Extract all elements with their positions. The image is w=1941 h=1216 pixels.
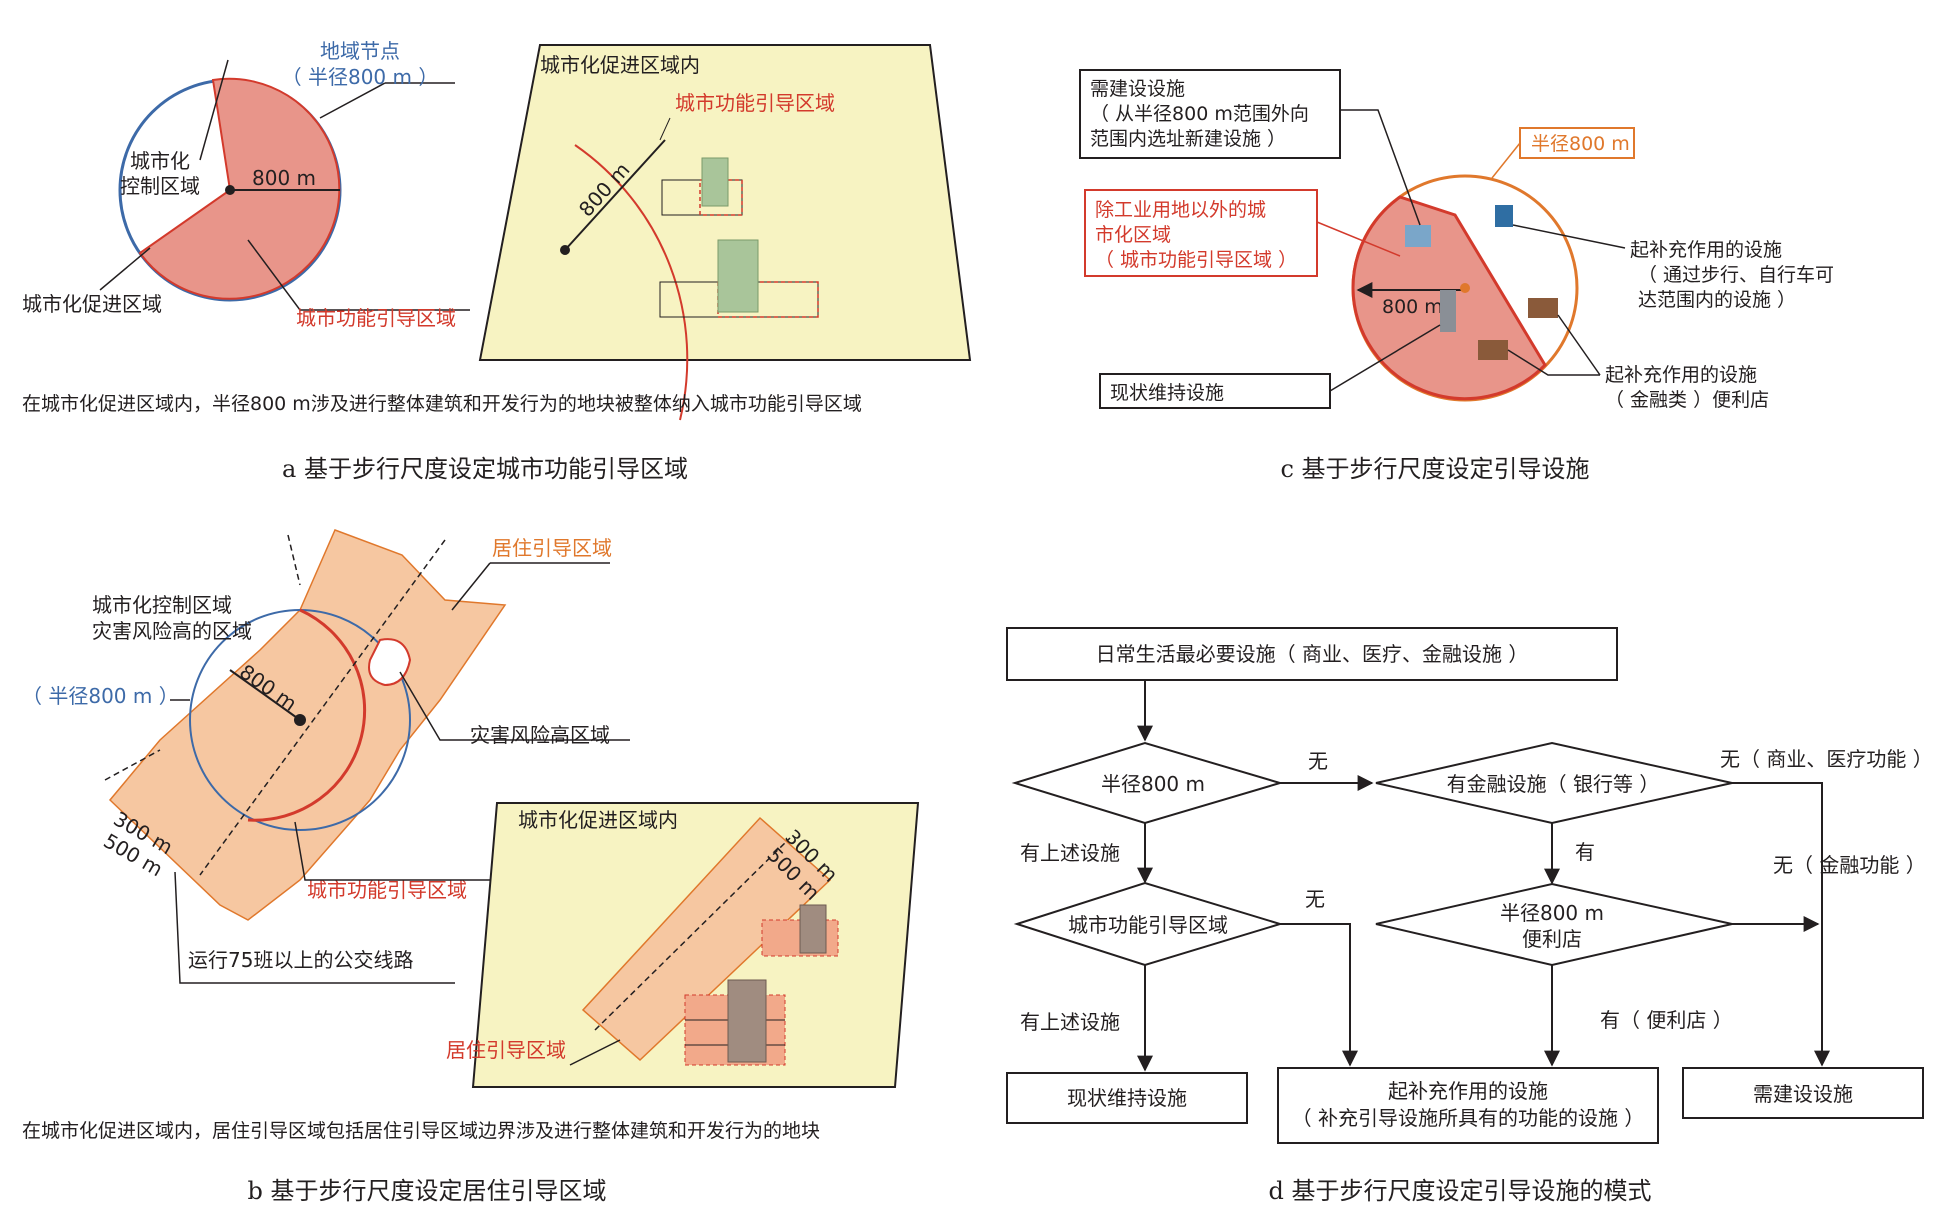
promotion-area-label: 城市化促进区域 — [22, 292, 162, 316]
non-industrial-3: （ 城市功能引导区域 ） — [1095, 249, 1297, 271]
guide-area-label: 城市功能引导区域 — [296, 306, 456, 330]
control-area-label-2: 控制区域 — [120, 174, 200, 198]
caption-b: b 基于步行尺度设定居住引导区域 — [248, 1177, 607, 1205]
flow-out1-box — [1006, 1072, 1248, 1124]
box-a-arc — [574, 144, 689, 421]
residential-band — [108, 529, 507, 921]
non-industrial-2: 市化区域 — [1095, 224, 1171, 246]
flow-out2-box — [1277, 1067, 1659, 1144]
flow-out2-2: （ 补充引导设施所具有的功能的设施 ） — [1292, 1106, 1645, 1130]
supplement-finance-1: 起补充作用的设施 — [1605, 364, 1757, 386]
node-radius-label: （ 半径800 m ） — [282, 65, 439, 89]
building-icon — [799, 904, 827, 954]
box-a-guide-label: 城市功能引导区域 — [675, 91, 835, 115]
caption-c: c 基于步行尺度设定引导设施 — [1280, 455, 1589, 483]
flow-d4-label-1: 半径800 m — [1500, 901, 1604, 925]
control-area-label-1: 城市化 — [130, 149, 190, 173]
existing-label: 现状维持设施 — [1110, 382, 1224, 404]
flow-out3-box — [1682, 1067, 1924, 1119]
flow-no2: 无 — [1305, 887, 1325, 911]
flow-yes1: 有上述设施 — [1020, 841, 1120, 865]
bus-line — [199, 539, 446, 876]
bus-line-label: 运行75班以上的公交线路 — [188, 948, 413, 972]
flow-no-commerce: 无（ 商业、医疗功能 ） — [1720, 747, 1933, 771]
c-radius-label: 半径800 m — [1531, 133, 1630, 155]
flow-out2-1: 起补充作用的设施 — [1388, 1079, 1548, 1103]
box-b-title: 城市化促进区域内 — [518, 808, 678, 832]
flow-no-finance: 无（ 金融功能 ） — [1773, 853, 1926, 877]
building-icon — [717, 239, 759, 313]
flow-top: 日常生活最必要设施（ 商业、医疗、金融设施 ） — [1096, 642, 1529, 666]
panel-c: 800 m 需建设设施 （ 从半径800 m范围外向 范围内选址新建设施 ） 半… — [1079, 69, 1834, 483]
note-a: 在城市化促进区域内，半径800 m涉及进行整体建筑和开发行为的地块被整体纳入城市… — [22, 393, 862, 415]
panel-a: 地域节点 （ 半径800 m ） 城市化 控制区域 800 m 城市化促进区域 … — [22, 39, 972, 483]
box-b-band — [581, 816, 832, 1062]
need-build-box — [1079, 69, 1341, 159]
flow-d4-label-2: 便利店 — [1522, 927, 1582, 951]
need-build-1: 需建设设施 — [1090, 78, 1185, 100]
note-b: 在城市化促进区域内，居住引导区域包括居住引导区域边界涉及进行整体建筑和开发行为的… — [22, 1120, 820, 1142]
hazard-area-long: 灾害风险高的区域 — [92, 619, 252, 643]
caption-a: a 基于步行尺度设定城市功能引导区域 — [282, 455, 688, 483]
flow-no1: 无 — [1308, 749, 1328, 773]
flow-out3: 需建设设施 — [1753, 1082, 1853, 1106]
flow-top-box — [1006, 627, 1618, 681]
non-industrial-1: 除工业用地以外的城 — [1095, 199, 1266, 221]
supplement-2: （ 通过步行、自行车可 — [1638, 264, 1834, 286]
flow-d1-label: 半径800 m — [1101, 772, 1205, 796]
panel-b: 居住引导区域 城市化控制区域 灾害风险高的区域 （ 半径800 m ） 800 … — [22, 529, 920, 1205]
box-a-title: 城市化促进区域内 — [540, 53, 700, 77]
supplement-1: 起补充作用的设施 — [1630, 239, 1782, 261]
flow-d2-label: 有金融设施（ 银行等 ） — [1447, 772, 1660, 796]
supplement-3: 达范围内的设施 ） — [1638, 289, 1796, 311]
hazard-area-label: 灾害风险高区域 — [470, 723, 610, 747]
flow-out1: 现状维持设施 — [1067, 1086, 1187, 1110]
building-icon — [701, 157, 729, 207]
box-b-residential: 居住引导区域 — [446, 1038, 566, 1062]
node-label: 地域节点 — [320, 39, 400, 63]
control-area-label: 城市化控制区域 — [92, 593, 232, 617]
need-build-3: 范围内选址新建设施 ） — [1090, 128, 1286, 150]
non-industrial-box — [1084, 189, 1318, 277]
building-icon — [727, 979, 767, 1063]
need-build-2: （ 从半径800 m范围外向 — [1090, 103, 1309, 125]
flow-yes-store: 有（ 便利店 ） — [1600, 1008, 1733, 1032]
caption-d: d 基于步行尺度设定引导设施的模式 — [1269, 1177, 1652, 1205]
flow-yes2: 有 — [1575, 840, 1595, 864]
c-radius-value: 800 m — [1382, 296, 1443, 318]
radius-value: 800 m — [252, 166, 316, 190]
residential-top-label: 居住引导区域 — [492, 536, 612, 560]
b-guide-label: 城市功能引导区域 — [307, 878, 467, 902]
flow-yes3: 有上述设施 — [1020, 1010, 1120, 1034]
hazard-blob — [368, 638, 412, 687]
panel-d: 日常生活最必要设施（ 商业、医疗、金融设施 ） 半径800 m 无 有金融设施（… — [1006, 627, 1933, 1205]
b-radius-label: （ 半径800 m ） — [22, 684, 179, 708]
supplement-finance-2: （ 金融类 ）便利店 — [1605, 389, 1769, 411]
guide-sector — [138, 77, 341, 300]
flow-d3-label: 城市功能引导区域 — [1068, 913, 1228, 937]
